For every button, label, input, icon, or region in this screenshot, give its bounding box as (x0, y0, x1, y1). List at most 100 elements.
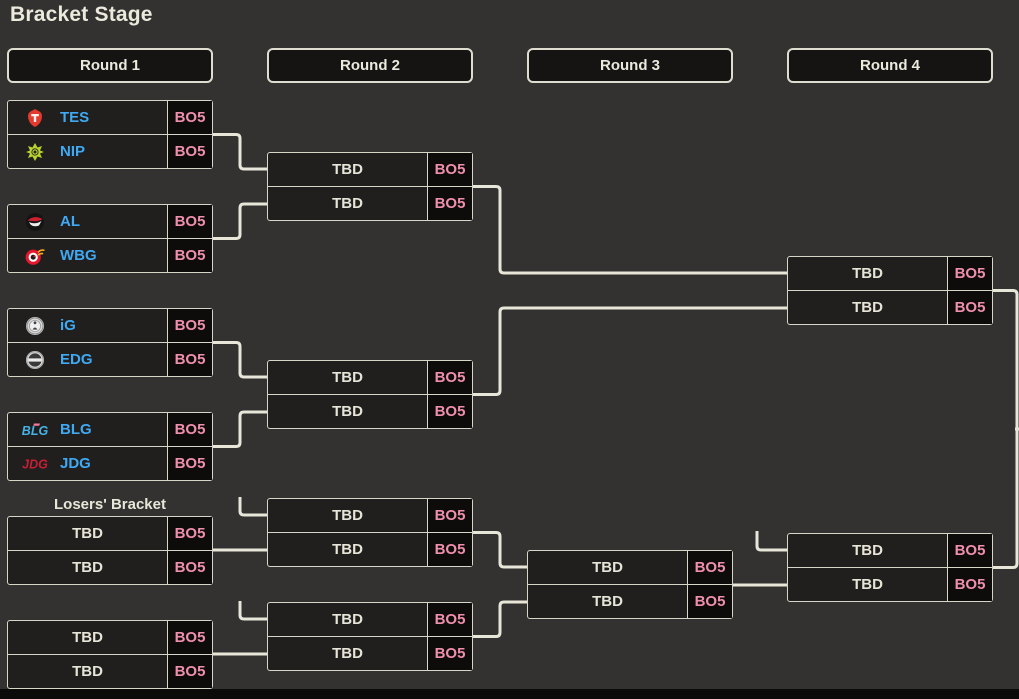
wbg-logo-icon (18, 246, 52, 266)
team-row-nip[interactable]: NIP BO5 (8, 134, 212, 168)
format-badge: BO5 (947, 534, 992, 567)
format-badge: BO5 (167, 101, 212, 134)
page-title: Bracket Stage (10, 3, 153, 26)
team-row-jdg[interactable]: JDG JDG BO5 (8, 446, 212, 480)
team-name: TBD (72, 663, 103, 680)
format-badge: BO5 (167, 343, 212, 376)
edg-logo-icon (18, 350, 52, 370)
format-badge: BO5 (427, 153, 472, 186)
tbd-row: TBD BO5 (528, 551, 732, 584)
team-name: TBD (332, 369, 363, 386)
team-row-edg[interactable]: EDG BO5 (8, 342, 212, 376)
team-row-wbg[interactable]: WBG BO5 (8, 238, 212, 272)
team-name: TBD (852, 299, 883, 316)
round-2-header: Round 2 (267, 48, 473, 83)
format-badge: BO5 (427, 395, 472, 428)
match-lb-r4-m1: TBD BO5 TBD BO5 (787, 533, 993, 602)
tbd-row: TBD BO5 (268, 603, 472, 636)
tbd-row: TBD BO5 (8, 517, 212, 550)
match-ub-r1-m3: iG BO5 EDG BO5 (7, 308, 213, 377)
team-row-tes[interactable]: TES BO5 (8, 101, 212, 134)
team-name: TBD (592, 559, 623, 576)
team-name: TBD (852, 576, 883, 593)
tbd-row: TBD BO5 (788, 534, 992, 567)
team-name: iG (60, 317, 76, 334)
format-badge: BO5 (167, 621, 212, 654)
team-name: NIP (60, 143, 86, 160)
tbd-row: TBD BO5 (268, 361, 472, 394)
match-ub-r4-m1: TBD BO5 TBD BO5 (787, 256, 993, 325)
match-lb-r1-m1: TBD BO5 TBD BO5 (7, 516, 213, 585)
team-row-blg[interactable]: BLG BLG BO5 (8, 413, 212, 446)
match-lb-r2-m2: TBD BO5 TBD BO5 (267, 602, 473, 671)
tbd-row: TBD BO5 (268, 153, 472, 186)
tbd-row: TBD BO5 (268, 186, 472, 220)
svg-text:JDG: JDG (22, 457, 48, 471)
team-row-ig[interactable]: iG BO5 (8, 309, 212, 342)
losers-bracket-label: Losers' Bracket (54, 496, 166, 513)
team-name: BLG (60, 421, 92, 438)
tbd-row: TBD BO5 (268, 636, 472, 670)
format-badge: BO5 (427, 603, 472, 636)
format-badge: BO5 (427, 187, 472, 220)
format-badge: BO5 (167, 655, 212, 688)
match-ub-r1-m1: TES BO5 NIP BO5 (7, 100, 213, 169)
tbd-row: TBD BO5 (8, 550, 212, 584)
match-lb-r2-m1: TBD BO5 TBD BO5 (267, 498, 473, 567)
blg-logo-icon: BLG (18, 422, 52, 438)
team-name: WBG (60, 247, 97, 264)
svg-text:BLG: BLG (22, 424, 49, 438)
team-name: TBD (332, 611, 363, 628)
team-name: TBD (72, 629, 103, 646)
team-name: TBD (852, 542, 883, 559)
tbd-row: TBD BO5 (268, 394, 472, 428)
format-badge: BO5 (167, 205, 212, 238)
team-row-al[interactable]: AL BO5 (8, 205, 212, 238)
team-name: TBD (332, 507, 363, 524)
team-name: JDG (60, 455, 91, 472)
nip-logo-icon (18, 142, 52, 162)
match-ub-r1-m4: BLG BLG BO5 JDG JDG BO5 (7, 412, 213, 481)
team-name: TBD (332, 403, 363, 420)
tbd-row: TBD BO5 (788, 290, 992, 324)
format-badge: BO5 (947, 257, 992, 290)
team-name: TBD (332, 645, 363, 662)
team-name: TBD (332, 195, 363, 212)
tbd-row: TBD BO5 (788, 257, 992, 290)
format-badge: BO5 (167, 135, 212, 168)
team-name: AL (60, 213, 80, 230)
format-badge: BO5 (167, 239, 212, 272)
al-logo-icon (18, 212, 52, 232)
tbd-row: TBD BO5 (528, 584, 732, 618)
tbd-row: TBD BO5 (788, 567, 992, 601)
tes-logo-icon (18, 108, 52, 128)
format-badge: BO5 (687, 551, 732, 584)
round-1-header: Round 1 (7, 48, 213, 83)
format-badge: BO5 (947, 291, 992, 324)
format-badge: BO5 (947, 568, 992, 601)
round-4-header: Round 4 (787, 48, 993, 83)
team-name: TBD (592, 593, 623, 610)
format-badge: BO5 (427, 361, 472, 394)
bottom-bar (0, 689, 1019, 699)
round-3-header: Round 3 (527, 48, 733, 83)
format-badge: BO5 (167, 517, 212, 550)
team-name: TBD (72, 525, 103, 542)
match-lb-r1-m2: TBD BO5 TBD BO5 (7, 620, 213, 689)
tbd-row: TBD BO5 (268, 499, 472, 532)
format-badge: BO5 (167, 413, 212, 446)
tbd-row: TBD BO5 (268, 532, 472, 566)
tbd-row: TBD BO5 (8, 621, 212, 654)
team-name: TES (60, 109, 90, 126)
match-ub-r1-m2: AL BO5 WBG BO5 (7, 204, 213, 273)
team-name: TBD (332, 541, 363, 558)
format-badge: BO5 (427, 499, 472, 532)
match-lb-r3-m1: TBD BO5 TBD BO5 (527, 550, 733, 619)
team-name: TBD (852, 265, 883, 282)
match-ub-r2-m2: TBD BO5 TBD BO5 (267, 360, 473, 429)
format-badge: BO5 (427, 533, 472, 566)
team-name: TBD (332, 161, 363, 178)
match-ub-r2-m1: TBD BO5 TBD BO5 (267, 152, 473, 221)
ig-logo-icon (18, 316, 52, 336)
team-name: TBD (72, 559, 103, 576)
